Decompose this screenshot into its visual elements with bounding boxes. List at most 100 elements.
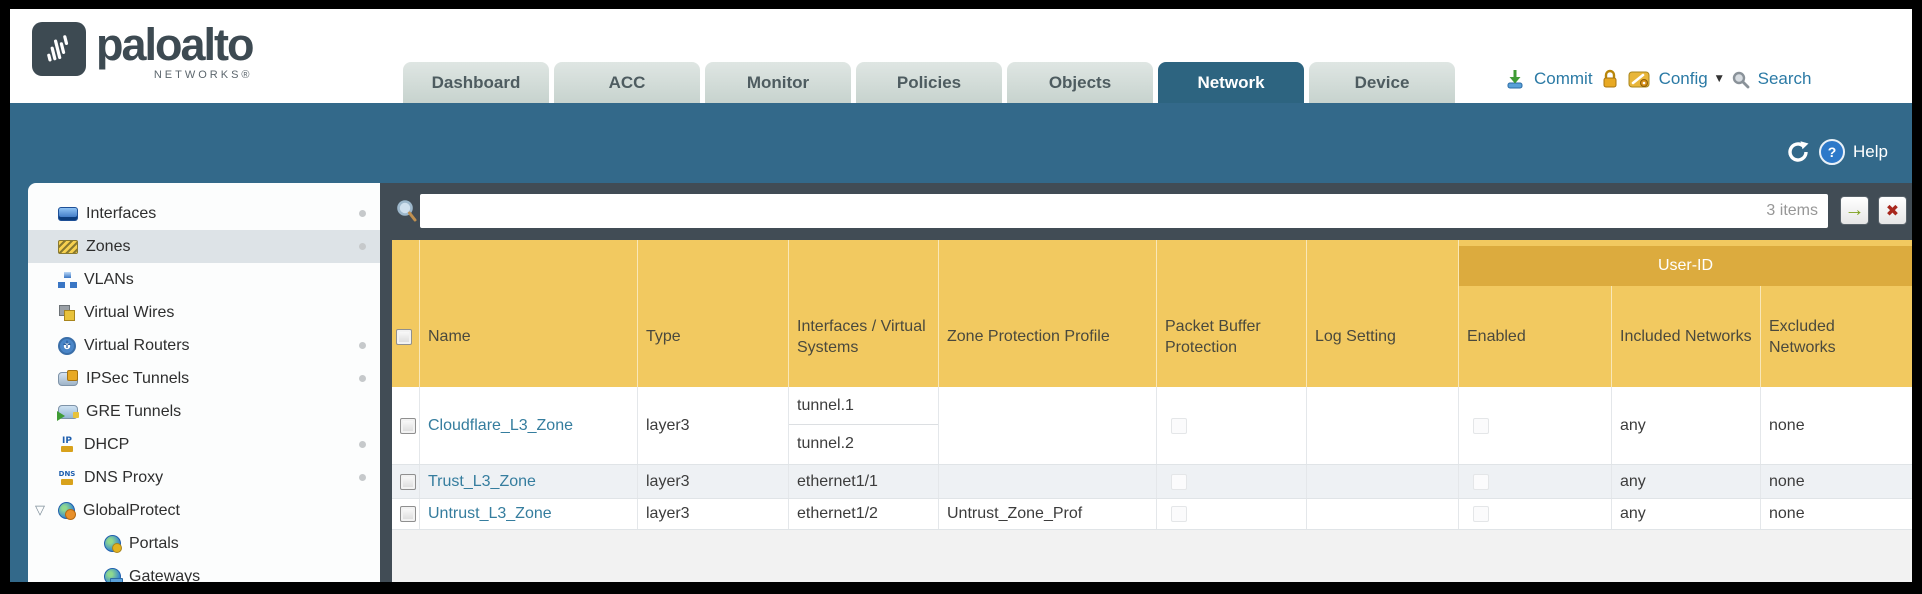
sidebar-item-vlans[interactable]: VLANs — [28, 263, 380, 296]
row-checkbox-cell — [392, 465, 420, 498]
tab-objects[interactable]: Objects — [1007, 62, 1153, 103]
user-id-enabled-cell — [1459, 465, 1612, 498]
tab-acc[interactable]: ACC — [554, 62, 700, 103]
commit-icon[interactable] — [1504, 68, 1526, 90]
log-setting-cell — [1307, 387, 1459, 464]
filter-search-icon[interactable] — [396, 199, 418, 223]
zone-type-cell: layer3 — [638, 499, 789, 529]
tab-policies[interactable]: Policies — [856, 62, 1002, 103]
sidebar-item-portals[interactable]: Portals — [28, 527, 380, 560]
included-networks-cell: any — [1612, 499, 1761, 529]
network-sidebar: Interfaces Zones VLANs Virtual Wires ✛ V… — [28, 183, 380, 582]
sidebar-item-virtual-wires[interactable]: Virtual Wires — [28, 296, 380, 329]
zone-interfaces-cell: tunnel.1 tunnel.2 — [789, 387, 939, 464]
packet-buffer-protection-cell — [1157, 499, 1307, 529]
column-header-type[interactable]: Type — [638, 240, 789, 387]
sidebar-item-ipsec-tunnels[interactable]: IPSec Tunnels — [28, 362, 380, 395]
zone-protection-profile-cell: Untrust_Zone_Prof — [939, 499, 1157, 529]
column-header-log-setting[interactable]: Log Setting — [1307, 240, 1459, 387]
help-icon[interactable]: ? — [1819, 139, 1846, 165]
packet-buffer-checkbox — [1171, 473, 1187, 490]
excluded-networks-cell: none — [1769, 472, 1805, 490]
sidebar-item-dhcp[interactable]: IP DHCP — [28, 428, 380, 461]
sidebar-item-dns-proxy[interactable]: DNS DNS Proxy — [28, 461, 380, 494]
header-actions: Commit Config ▼ Search — [1504, 61, 1812, 97]
packet-buffer-checkbox — [1171, 417, 1187, 434]
clear-filter-button[interactable]: ✖ — [1878, 196, 1907, 225]
logo-text: paloalto NETWORKS® — [96, 19, 255, 82]
paloalto-logo: paloalto NETWORKS® — [32, 19, 255, 82]
app-window: paloalto NETWORKS® Dashboard ACC Monitor… — [10, 9, 1912, 582]
config-icon[interactable] — [1627, 68, 1651, 90]
included-networks-cell: any — [1612, 465, 1761, 498]
tab-dashboard[interactable]: Dashboard — [403, 62, 549, 103]
help-label[interactable]: Help — [1853, 142, 1888, 161]
table-row: Cloudflare_L3_Zone layer3 tunnel.1 tunne… — [392, 387, 1912, 465]
logo-wordmark: paloalto — [96, 19, 255, 70]
interface-entry: tunnel.2 — [797, 435, 854, 452]
vlans-icon — [58, 271, 76, 289]
column-header-enabled[interactable]: Enabled — [1459, 286, 1612, 387]
tab-device[interactable]: Device — [1309, 62, 1455, 103]
expander-icon[interactable]: ▽ — [35, 503, 45, 518]
teal-bar-utilities: ? Help — [1785, 139, 1888, 165]
refresh-icon[interactable] — [1785, 139, 1811, 165]
column-header-interfaces[interactable]: Interfaces / Virtual Systems — [789, 240, 939, 387]
sidebar-item-globalprotect[interactable]: ▽ GlobalProtect — [28, 494, 380, 527]
globalprotect-icon — [58, 502, 76, 520]
select-all-checkbox[interactable] — [396, 328, 412, 345]
search-icon[interactable] — [1731, 70, 1750, 89]
status-dot — [359, 441, 366, 448]
filter-input-wrap: 3 items — [420, 194, 1828, 228]
app-header: paloalto NETWORKS® Dashboard ACC Monitor… — [10, 9, 1912, 103]
sidebar-divider — [380, 183, 392, 582]
zone-name-link[interactable]: Untrust_L3_Zone — [428, 505, 552, 522]
column-header-included-networks[interactable]: Included Networks — [1612, 286, 1761, 387]
zone-protection-profile-cell — [939, 465, 1157, 498]
apply-filter-button[interactable]: → — [1840, 196, 1869, 225]
lock-icon[interactable] — [1601, 69, 1619, 89]
sidebar-item-virtual-routers[interactable]: ✛ Virtual Routers — [28, 329, 380, 362]
zones-icon — [58, 239, 78, 254]
column-header-packet-buffer-protection[interactable]: Packet Buffer Protection — [1157, 240, 1307, 387]
row-checkbox[interactable] — [400, 473, 416, 490]
sidebar-item-interfaces[interactable]: Interfaces — [28, 197, 380, 230]
zone-name-link[interactable]: Cloudflare_L3_Zone — [428, 416, 573, 434]
sidebar-item-gre-tunnels[interactable]: GRE Tunnels — [28, 395, 380, 428]
ipsec-tunnels-icon — [58, 369, 78, 386]
row-checkbox[interactable] — [400, 506, 416, 522]
gre-tunnels-icon — [57, 404, 79, 421]
commit-button[interactable]: Commit — [1534, 69, 1593, 88]
config-caret-icon[interactable]: ▼ — [1715, 74, 1723, 84]
search-button[interactable]: Search — [1757, 69, 1812, 88]
user-id-subcolumns: Enabled Included Networks Excluded Netwo… — [1459, 286, 1912, 387]
config-menu[interactable]: Config — [1658, 69, 1708, 88]
tab-monitor[interactable]: Monitor — [705, 62, 851, 103]
dns-proxy-icon: DNS — [58, 469, 76, 487]
excluded-networks-cell: none — [1769, 505, 1805, 522]
sidebar-item-label: DHCP — [84, 435, 130, 453]
excluded-networks-cell: none — [1769, 416, 1805, 434]
sidebar-list: Interfaces Zones VLANs Virtual Wires ✛ V… — [28, 183, 380, 582]
packet-buffer-protection-cell — [1157, 387, 1307, 464]
row-checkbox[interactable] — [400, 417, 416, 434]
sidebar-item-zones[interactable]: Zones — [28, 230, 380, 263]
log-setting-cell — [1307, 499, 1459, 529]
logo-bars-icon — [47, 35, 69, 62]
zones-content: 3 items → ✖ Name Type Interfaces / Virtu… — [392, 183, 1912, 582]
column-header-excluded-networks[interactable]: Excluded Networks — [1769, 317, 1836, 356]
dhcp-icon: IP — [58, 436, 76, 454]
status-dot — [359, 375, 366, 382]
enabled-checkbox — [1473, 506, 1489, 522]
header-checkbox-cell — [392, 240, 420, 387]
zone-name-link[interactable]: Trust_L3_Zone — [428, 472, 536, 490]
column-header-name[interactable]: Name — [420, 240, 638, 387]
sidebar-item-label: GRE Tunnels — [86, 402, 182, 420]
filter-input[interactable] — [420, 202, 1767, 220]
sidebar-item-gateways[interactable]: Gateways — [28, 560, 380, 582]
column-header-zone-protection-profile[interactable]: Zone Protection Profile — [939, 240, 1157, 387]
enabled-checkbox — [1473, 473, 1489, 490]
tab-network[interactable]: Network — [1158, 62, 1304, 103]
sidebar-item-label: GlobalProtect — [83, 501, 180, 519]
